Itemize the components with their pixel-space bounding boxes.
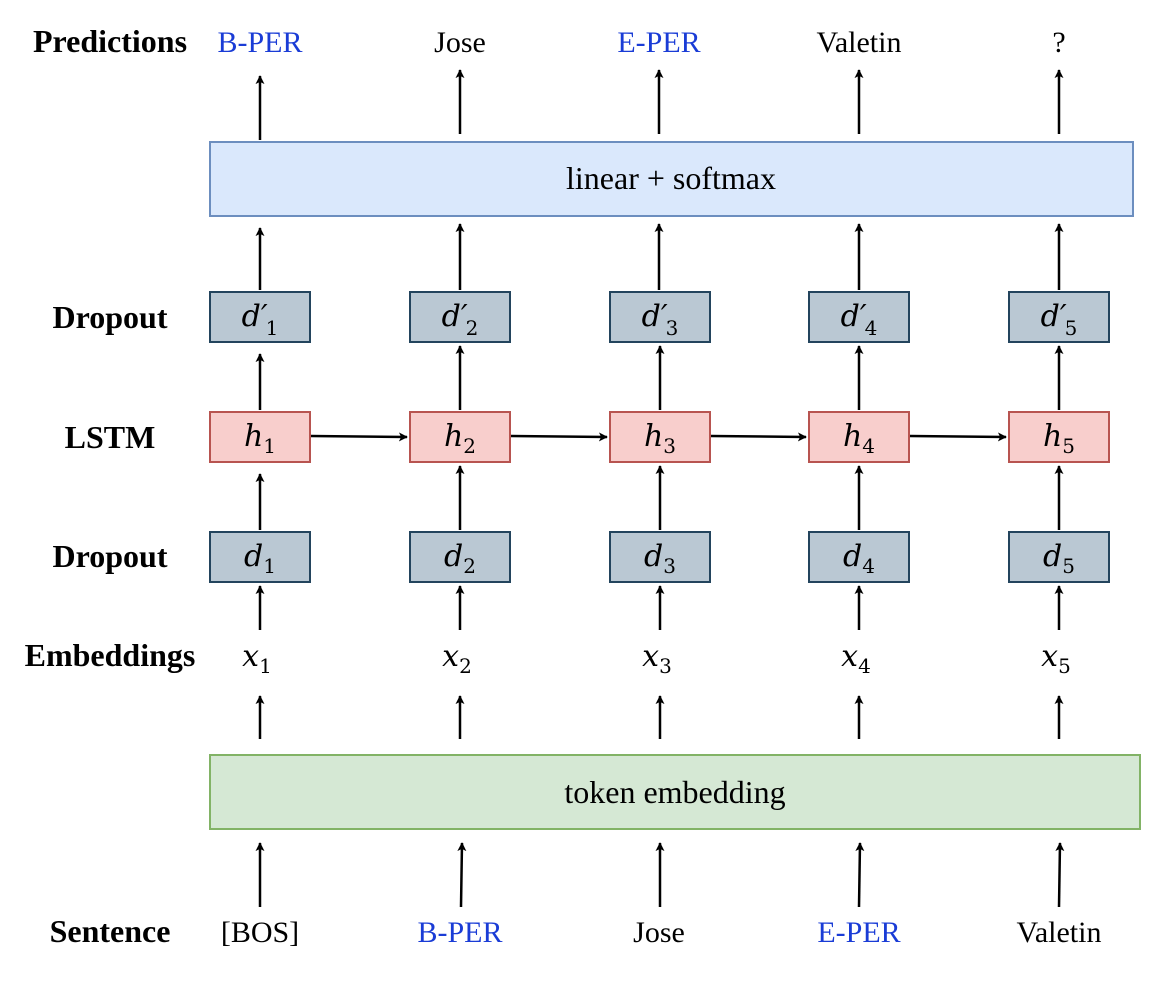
row-label-dropout-bottom: Dropout [53, 538, 168, 574]
dropout-bottom-row: d1 d2 d3 d4 d5 [209, 531, 1110, 583]
row-label-predictions: Predictions [33, 23, 187, 59]
dropout-bottom-var: d5 [1043, 539, 1075, 578]
dropout-top-cell [609, 291, 711, 343]
dropout-top-var: d′2 [442, 299, 479, 340]
dropout-bottom-cell [1008, 531, 1110, 583]
arrows-embeddings-to-dropout [255, 585, 1064, 630]
row-label-lstm: LSTM [65, 419, 156, 455]
dropout-top-cell [1008, 291, 1110, 343]
lstm-var: h3 [644, 419, 676, 458]
row-label-dropout-top: Dropout [53, 299, 168, 335]
lstm-cell [209, 411, 311, 463]
embedding-var: x4 [841, 639, 871, 678]
dropout-bottom-cell [209, 531, 311, 583]
arrow [457, 842, 467, 908]
dropout-top-row: d′1 d′2 d′3 d′4 d′5 [209, 291, 1110, 343]
dropout-top-var: d′1 [242, 299, 279, 340]
lstm-var: h1 [244, 419, 276, 458]
embedding-var: x5 [1041, 639, 1071, 678]
linear-softmax-label: linear + softmax [566, 160, 776, 196]
arrows-token-to-embeddings [255, 695, 1064, 739]
arrows-lstm-to-dropout [255, 345, 1064, 410]
prediction-label: ? [1052, 26, 1065, 59]
arrows-dropout-to-linear [255, 223, 1064, 290]
prediction-label: Jose [434, 26, 486, 59]
sentence-token: E-PER [817, 916, 900, 949]
lstm-cell [1008, 411, 1110, 463]
lstm-var: h5 [1043, 419, 1075, 458]
sentence-token: B-PER [417, 916, 502, 949]
embedding-vars-row: x1 x2 x3 x4 x5 [242, 639, 1071, 678]
dropout-top-cell [808, 291, 910, 343]
prediction-label: B-PER [217, 26, 302, 59]
arrows-sentence-to-token [255, 842, 1065, 908]
token-embedding-label: token embedding [564, 774, 785, 810]
arrow [855, 842, 865, 908]
dropout-top-cell [409, 291, 511, 343]
arrow [909, 432, 1007, 442]
prediction-label: E-PER [617, 26, 700, 59]
dropout-bottom-var: d1 [244, 539, 276, 578]
lstm-cell [409, 411, 511, 463]
sentence-token: Valetin [1017, 916, 1102, 949]
lstm-var: h2 [444, 419, 476, 458]
lstm-var: h4 [843, 419, 875, 458]
lstm-row: h1 h2 h3 h4 h5 [209, 411, 1110, 463]
dropout-bottom-var: d2 [444, 539, 476, 578]
prediction-labels: B-PER Jose E-PER Valetin ? [217, 26, 1065, 59]
dropout-top-var: d′5 [1041, 299, 1078, 340]
sentence-token: Jose [633, 916, 685, 949]
sentence-token: [BOS] [221, 916, 299, 949]
embedding-var: x1 [242, 639, 272, 678]
dropout-top-var: d′4 [841, 299, 878, 340]
arrow [310, 432, 408, 442]
sentence-tokens: [BOS] B-PER Jose E-PER Valetin [221, 916, 1102, 949]
dropout-bottom-var: d3 [644, 539, 676, 578]
row-label-sentence: Sentence [50, 913, 171, 949]
row-label-embeddings: Embeddings [25, 637, 196, 673]
lstm-cell [609, 411, 711, 463]
dropout-bottom-cell [409, 531, 511, 583]
arrows-recurrent [310, 432, 1007, 442]
prediction-label: Valetin [817, 26, 902, 59]
dropout-bottom-var: d4 [843, 539, 875, 578]
embedding-var: x3 [642, 639, 672, 678]
arrow [1055, 842, 1065, 908]
arrows-dropout-to-lstm [255, 465, 1064, 530]
dropout-bottom-cell [808, 531, 910, 583]
token-embedding-layer [209, 754, 1141, 830]
dropout-top-cell [209, 291, 311, 343]
dropout-top-var: d′3 [642, 299, 679, 340]
embedding-var: x2 [442, 639, 472, 678]
arrow [510, 432, 608, 442]
linear-softmax-layer [209, 141, 1134, 217]
arrow [710, 432, 807, 442]
dropout-bottom-cell [609, 531, 711, 583]
arrows-linear-to-predictions [255, 69, 1064, 140]
lstm-cell [808, 411, 910, 463]
